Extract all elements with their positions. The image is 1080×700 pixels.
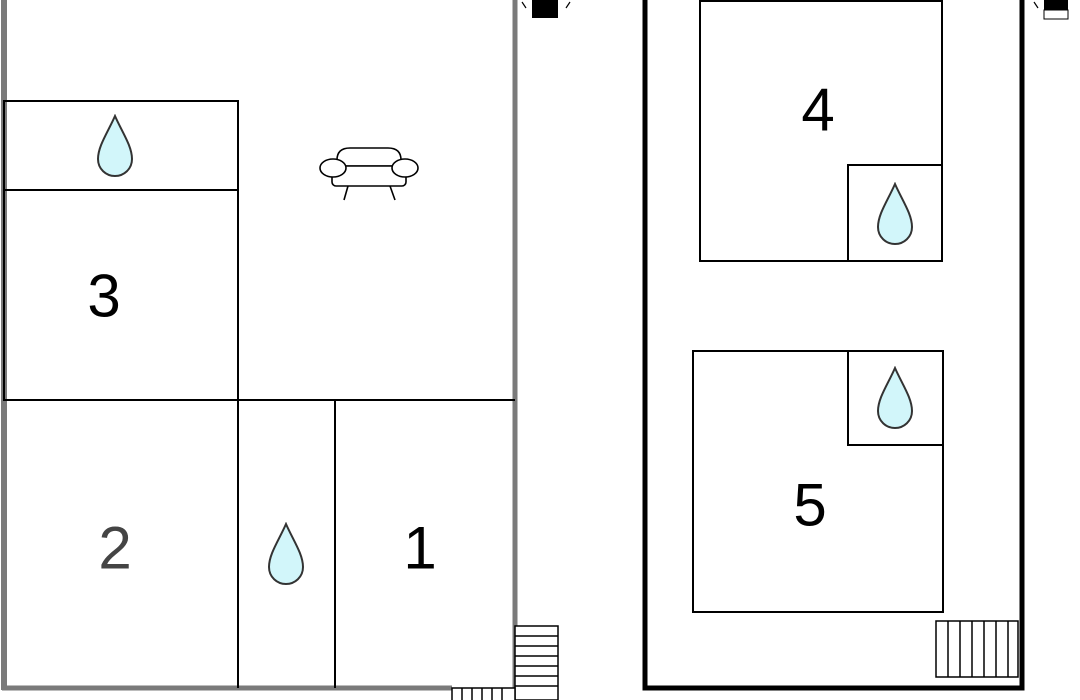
water-drop-icon bbox=[877, 183, 913, 245]
room-4 bbox=[699, 0, 943, 262]
outer-wall bbox=[642, 0, 1025, 691]
window-marker-icon bbox=[521, 0, 571, 18]
stairs-icon bbox=[514, 625, 559, 700]
room-4-bathroom bbox=[847, 164, 943, 262]
room-5 bbox=[692, 350, 944, 613]
water-drop-icon bbox=[877, 367, 913, 429]
room-4-number: 4 bbox=[801, 77, 834, 144]
room-5-number: 5 bbox=[793, 472, 826, 539]
room-1-number: 1 bbox=[403, 515, 436, 582]
water-drop-icon bbox=[268, 523, 304, 585]
left-unit bbox=[1, 0, 571, 700]
stairs-icon bbox=[935, 620, 1019, 678]
room-2-number: 2 bbox=[98, 515, 131, 582]
water-drop-icon bbox=[97, 115, 133, 177]
stairs-icon bbox=[451, 687, 516, 700]
room-3-number: 3 bbox=[87, 263, 120, 330]
sofa-icon bbox=[319, 147, 419, 201]
right-unit bbox=[642, 0, 1069, 691]
room-5-bathroom bbox=[847, 350, 944, 446]
window-marker-icon bbox=[1033, 0, 1069, 20]
